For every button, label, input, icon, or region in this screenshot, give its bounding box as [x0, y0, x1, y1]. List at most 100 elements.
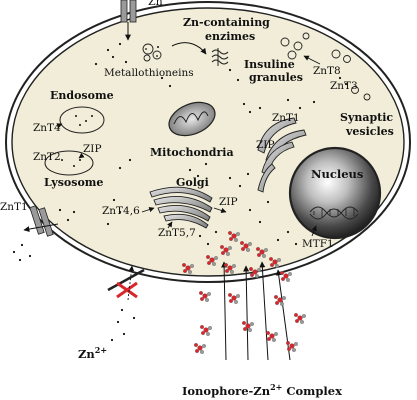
mtf1-label: MTF1	[302, 238, 334, 250]
endosome-zn	[75, 115, 93, 126]
zn-dot	[188, 168, 192, 172]
ionophore-complex	[269, 257, 281, 268]
endosome-label: Endosome	[50, 89, 114, 102]
znt1-right-label: ZnT1	[272, 112, 300, 124]
ionophore-complex	[206, 255, 218, 266]
insuline-granules	[280, 32, 310, 60]
zn-dot	[28, 254, 32, 258]
mitochondria-label: Mitochondria	[150, 146, 234, 159]
zn-dot	[248, 110, 252, 114]
zn-dot	[118, 166, 122, 170]
ionophore-complex	[249, 267, 261, 278]
zip-lysosome-label: ZIP	[83, 143, 102, 155]
nucleus	[288, 146, 382, 240]
enzyme-arrow	[171, 42, 207, 55]
synaptic-label-2: vesicles	[345, 125, 394, 138]
zn-dot	[94, 62, 98, 66]
zn-dot	[128, 158, 132, 162]
ionophore-complex	[256, 247, 268, 258]
zn-dot	[344, 82, 348, 86]
zn-dot	[312, 100, 316, 104]
zn-dot	[294, 242, 298, 246]
znt8-label: ZnT8	[313, 65, 341, 77]
zn-dot	[214, 230, 218, 234]
ionophore-complex	[199, 291, 211, 302]
zn-dot	[66, 218, 70, 222]
zn-dot	[338, 76, 342, 80]
cell	[5, 1, 411, 283]
endoplasmic-reticulum	[257, 117, 307, 193]
znt57-label: ZnT5,7	[158, 227, 196, 239]
zn-dot	[286, 230, 290, 234]
lysosome-zn	[61, 159, 81, 167]
zn-dot	[286, 98, 290, 102]
zn-enzymes-label-2: enzimes	[205, 30, 255, 43]
zn-dot	[248, 208, 252, 212]
zn-dot	[120, 308, 124, 312]
nucleus-label: Nucleus	[311, 167, 363, 181]
metallothioneins-label: Metallothioneins	[104, 67, 194, 79]
metallothionein-cluster	[142, 43, 162, 62]
zn-dot	[124, 60, 128, 64]
synaptic-vesicles	[331, 49, 371, 101]
zn-dot	[20, 243, 24, 247]
ionophore-complex	[194, 343, 206, 354]
ionophore-complex	[280, 271, 292, 282]
zn-dot	[204, 162, 208, 166]
zn-enzymes-label: Zn-containing	[183, 16, 270, 29]
zn-dot	[168, 84, 172, 88]
ionophore-complex	[228, 231, 240, 242]
ionophore-complex	[224, 263, 236, 274]
synaptic-label: Synaptic	[340, 111, 393, 124]
znt46-label: ZnT4,6	[102, 205, 140, 217]
zn-dot	[276, 238, 280, 242]
znt2-label: ZnT2	[33, 151, 61, 163]
zn-dot	[246, 172, 250, 176]
ionophore-complex	[286, 341, 298, 352]
zn-top-label: Zn	[148, 0, 163, 8]
zn2-label: Zn2+	[78, 345, 107, 361]
zinc-ions	[12, 42, 348, 342]
zn-dot	[106, 48, 110, 52]
zn-dot	[236, 78, 240, 82]
lysosome	[44, 150, 94, 176]
zn-dot	[196, 174, 200, 178]
zn-dot	[206, 242, 210, 246]
ionophore-complex	[220, 245, 232, 256]
zn-dot	[122, 332, 126, 336]
insuline-label: Insuline	[244, 58, 295, 71]
zn-dot	[266, 200, 270, 204]
ionophore-complex	[294, 313, 306, 324]
golgi	[149, 186, 213, 229]
zn-dot	[238, 184, 242, 188]
zn-dot	[228, 176, 232, 180]
ionophore-zn-complexes	[182, 231, 306, 354]
left-transporter	[23, 205, 59, 237]
zn-dot	[118, 42, 122, 46]
ionophore-complex	[200, 325, 212, 336]
golgi-label: Golgi	[176, 176, 209, 189]
zn-dot	[298, 106, 302, 110]
top-transporter	[120, 0, 137, 41]
ionophore-complex	[228, 293, 240, 304]
zip-right-label: ZIP	[256, 139, 275, 151]
lysosome-label: Lysosome	[44, 176, 103, 189]
endosome	[59, 106, 105, 134]
zn-dot	[160, 76, 164, 80]
ionophore-complex	[274, 295, 286, 306]
zn-dot	[111, 55, 115, 59]
zn-dot	[198, 234, 202, 238]
ionophore-label: Ionophore-Zn2+ Complex	[182, 382, 342, 398]
znt3-label: ZnT3	[330, 80, 358, 92]
zn-dot	[228, 68, 232, 72]
zn-dot	[258, 106, 262, 110]
zn-dot	[58, 208, 62, 212]
insuline-label-2: granules	[249, 71, 303, 84]
zn-dot	[110, 338, 114, 342]
cell-membrane-outer	[5, 1, 411, 283]
zn-dot	[12, 250, 16, 254]
zn-dot	[72, 210, 76, 214]
enzyme-icon	[211, 48, 229, 66]
